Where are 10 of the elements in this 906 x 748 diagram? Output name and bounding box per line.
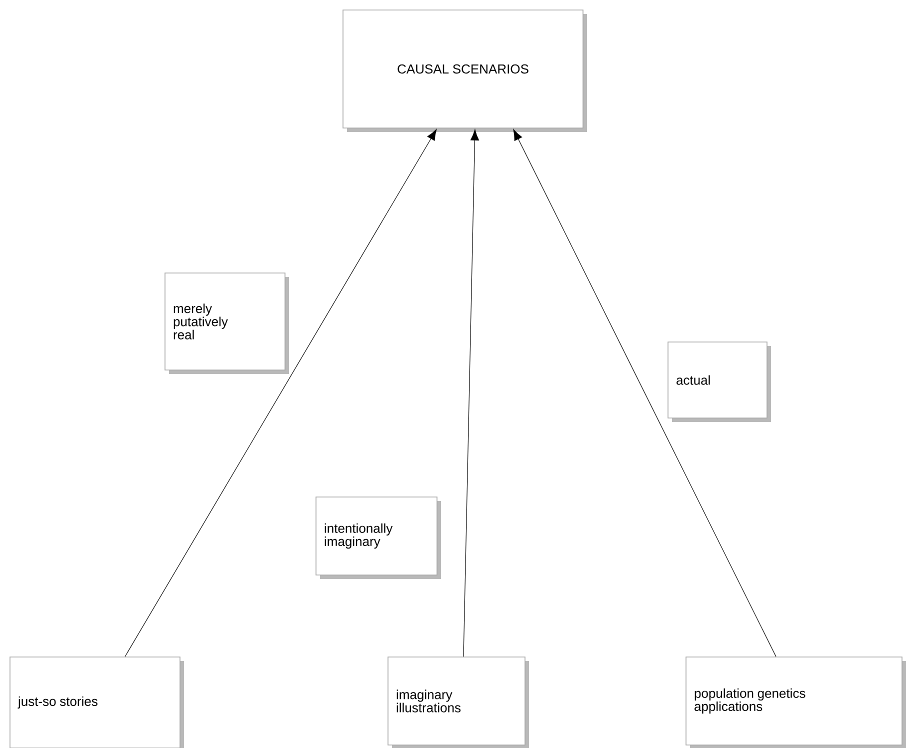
text-box: actual [668,342,771,422]
arrow [463,129,480,657]
arrow [513,129,776,657]
text-box: intentionally imaginary [316,496,441,579]
text-box: merely putatively real [164,272,289,374]
text-box: imaginary illustrations [388,656,529,748]
text-box: CAUSAL SCENARIOS [342,10,587,132]
arrow [124,129,437,657]
text-box: population genetics applications [686,656,906,748]
text-box: just-so stories [10,656,184,748]
